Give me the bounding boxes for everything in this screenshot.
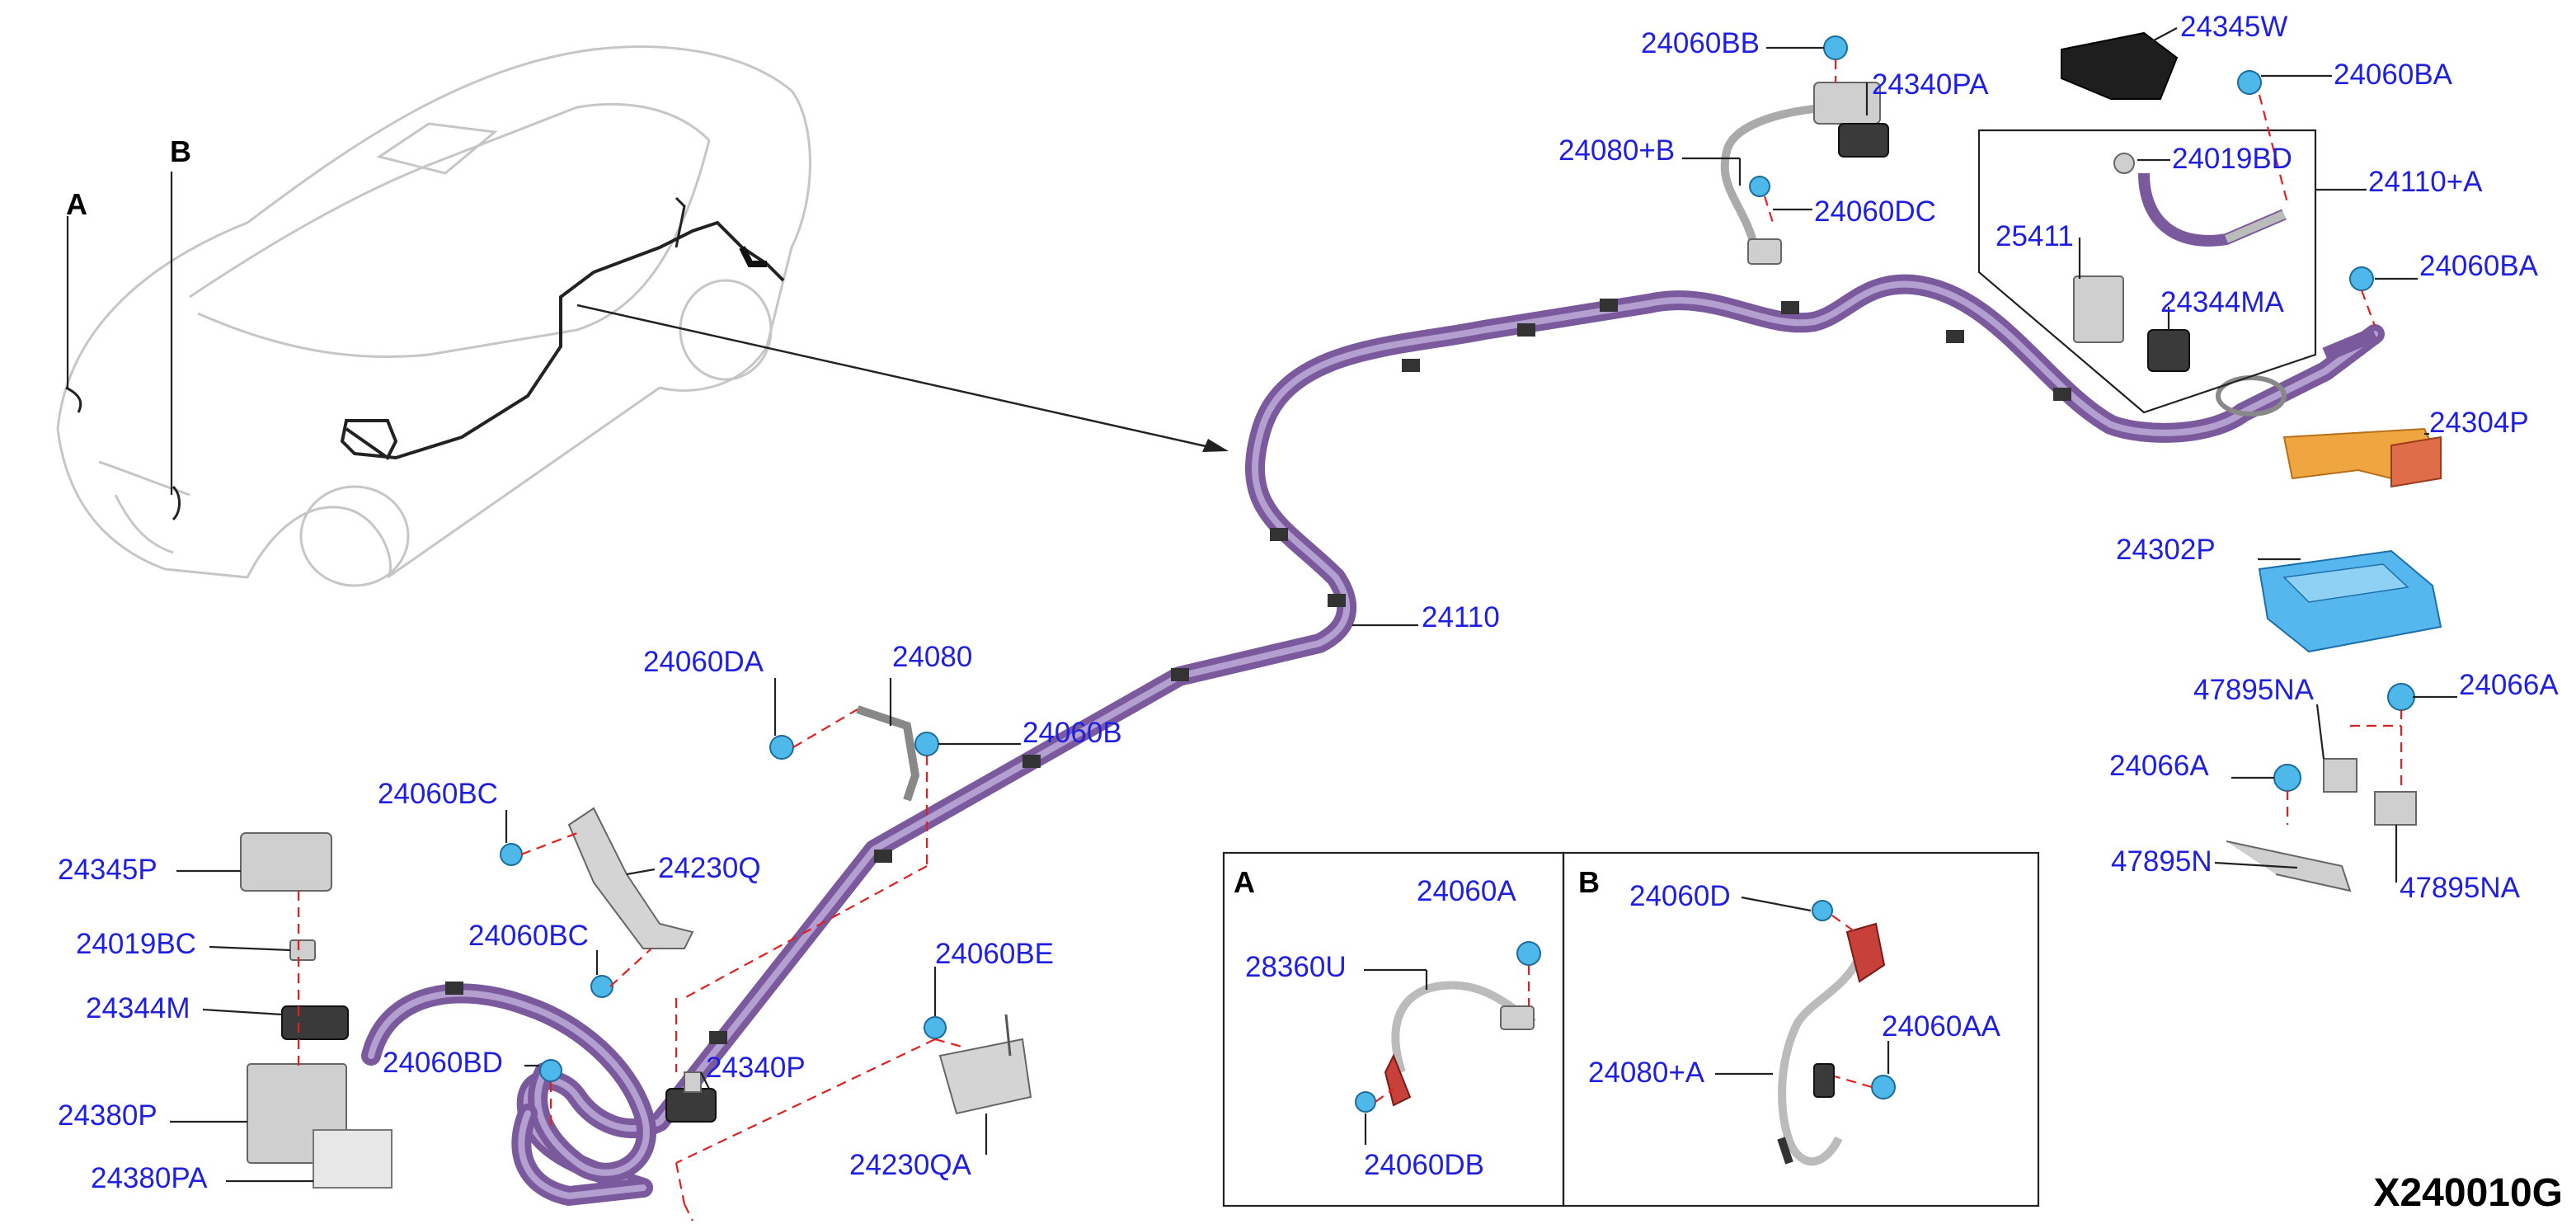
label-24380PA: 24380PA [91,1162,208,1194]
cluster-24080 [684,705,939,999]
label-24060DB: 24060DB [1364,1149,1484,1181]
label-24060BB: 24060BB [1641,27,1760,59]
inset-b-title: B [1578,865,1600,899]
bracket-24230qa [675,1014,1032,1205]
label-24060A: 24060A [1417,875,1516,907]
zone-marker-b: B [170,134,191,168]
inset-a: A [1222,851,1565,1208]
main-harness [361,274,2385,1206]
label-24060DC: 24060DC [1814,195,1936,228]
part-labels: 24060BB 24340PA 24080+B 24060DC 24345W 2… [58,11,2559,1194]
bracket-24304p [2282,427,2442,488]
diagram-code: X240010G [2373,1171,2563,1215]
module-24302p [2258,549,2442,653]
label-24060AA: 24060AA [1882,1010,2001,1043]
label-24340P: 24340P [706,1052,806,1084]
label-24345P: 24345P [58,854,157,886]
label-24230Q: 24230Q [658,852,761,884]
vehicle-overview: A B [56,45,1229,587]
label-24345W: 24345W [2180,11,2287,43]
cluster-24080b [1720,35,1889,265]
label-24060B: 24060B [1022,717,1122,749]
label-24060D: 24060D [1629,880,1731,912]
label-24080: 24080 [892,641,972,673]
leader-lines [170,27,2457,1183]
label-24019BC: 24019BC [76,928,196,960]
bracket-24230q [500,807,694,998]
label-24060BC-mid: 24060BC [468,920,589,952]
label-24340PA: 24340PA [1872,68,1989,101]
label-47895NA-top: 47895NA [2193,674,2315,706]
label-28360U: 28360U [1245,951,1347,983]
label-24110: 24110 [1422,601,1500,633]
label-24060BA-mid: 24060BA [2419,250,2539,282]
label-25411: 25411 [1995,220,2074,252]
label-24066A-left: 24066A [2109,750,2209,782]
label-24302P: 24302P [2116,534,2216,566]
label-24060BA-top: 24060BA [2334,59,2453,91]
inset-b: B [1562,851,2040,1208]
label-24344M: 24344M [86,992,190,1024]
label-24304P: 24304P [2429,407,2529,439]
inset-a-title: A [1234,865,1255,899]
label-24019BD: 24019BD [2172,143,2292,175]
label-47895N: 47895N [2111,845,2212,878]
connector-24340p [665,998,717,1222]
label-47895NA-bottom: 47895NA [2400,872,2521,904]
zone-marker-a: A [66,187,87,221]
label-24060DA: 24060DA [643,646,764,678]
cluster-47895 [2226,683,2417,892]
label-24060BC-top: 24060BC [378,778,498,810]
label-24230QA: 24230QA [849,1149,972,1181]
label-24380P: 24380P [58,1099,157,1132]
label-24344MA: 24344MA [2160,286,2284,318]
label-24080B: 24080+B [1558,134,1675,167]
label-24060BD: 24060BD [383,1047,503,1079]
group-24110a [1977,31,2378,414]
label-24080A: 24080+A [1588,1057,1705,1089]
label-24060BE: 24060BE [935,938,1054,970]
callout-arrow-icon [1202,439,1229,452]
left-stack [240,832,562,1189]
label-24066A-right: 24066A [2459,669,2559,701]
label-24110A: 24110+A [2368,166,2483,198]
